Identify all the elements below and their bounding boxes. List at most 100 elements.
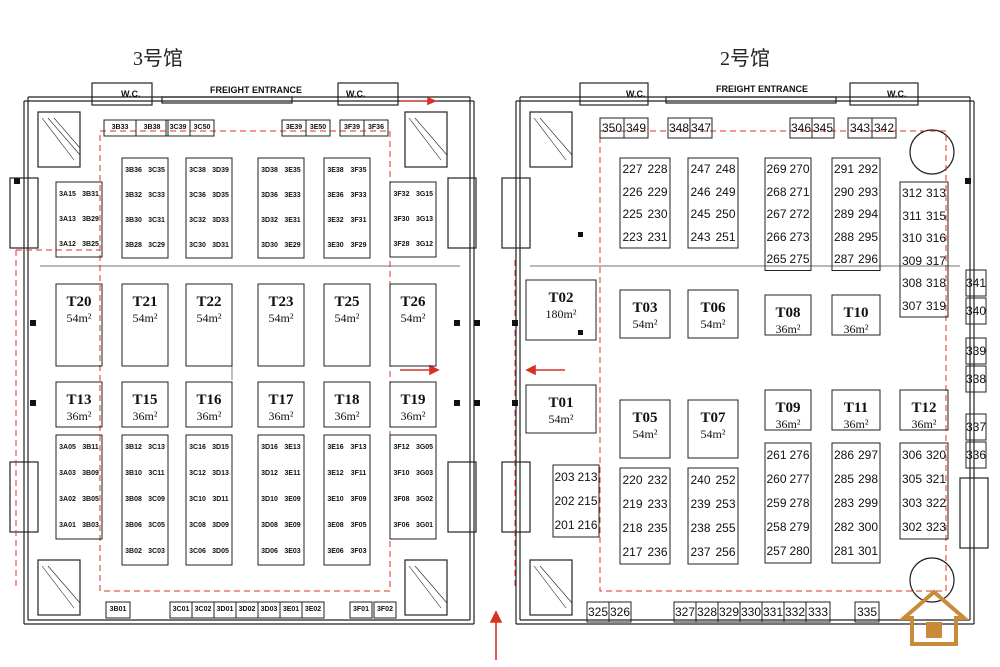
booth-cell: 3F09 [350, 496, 367, 503]
booth-cell: 294 [857, 207, 879, 221]
booth-block [831, 294, 881, 336]
booth-cell: 3F13 [350, 444, 367, 451]
booth-cell: 282 [833, 520, 855, 534]
booth-cell: 3C09 [148, 496, 165, 503]
booth-cell: 268 [766, 184, 787, 199]
booth-cell: 279 [789, 520, 810, 534]
booth-cell: 3E29 [284, 242, 301, 249]
booth-cell: 312 [901, 186, 923, 200]
booth-cell: 3C10 [189, 496, 206, 503]
booth-cell: 203 [554, 470, 575, 484]
booth-cell: 3A13 [59, 216, 76, 223]
booth-cell: 318 [925, 276, 947, 290]
booth-cell: 327 [674, 605, 696, 619]
booth-cell: 3C16 [189, 444, 206, 451]
booth-cell: 283 [833, 496, 855, 510]
booth-cell: 295 [857, 229, 879, 244]
wc-label: W.C. [626, 89, 646, 99]
booth-cell: 219 [622, 497, 643, 511]
booth-cell: 3D30 [261, 242, 278, 249]
booth-block [899, 389, 949, 431]
booth-cell: 227 [622, 162, 643, 176]
booth-block [363, 119, 389, 137]
freight-entrance-hall2: FREIGHT ENTRANCE [716, 84, 808, 94]
booth-cell: 3E11 [284, 470, 301, 477]
booth-cell: 275 [789, 252, 810, 266]
booth-cell: 273 [789, 229, 810, 244]
booth-cell: 3C02 [194, 606, 212, 613]
booth-cell: 331 [762, 605, 784, 619]
booth-cell: 299 [857, 496, 879, 510]
booth-block [608, 601, 632, 623]
booth-cell: 317 [925, 253, 947, 268]
booth-cell: 232 [647, 473, 668, 487]
booth-cell: 3D39 [212, 167, 229, 174]
booth-cell: 3D10 [261, 496, 278, 503]
booth-cell: 345 [812, 121, 834, 135]
booth-block [811, 117, 835, 139]
booth-cell: 3A05 [59, 444, 76, 451]
booth-block [764, 294, 812, 336]
booth-block [121, 283, 169, 367]
booth-block [619, 399, 671, 459]
booth-block [257, 157, 305, 259]
booth-cell: 245 [690, 207, 711, 221]
booth-cell: 3C39 [169, 124, 187, 131]
booth-cell: 341 [966, 276, 987, 290]
booth-cell: 350 [601, 121, 623, 135]
booth-cell: 3B08 [125, 496, 142, 503]
booth-block [373, 601, 397, 619]
booth-cell: 257 [766, 544, 787, 558]
booth-cell: 266 [766, 229, 787, 244]
booth-cell: 3G12 [415, 241, 434, 248]
booth-cell: 239 [690, 497, 711, 511]
booth-cell: 310 [901, 231, 923, 245]
wc-label: W.C. [121, 89, 141, 99]
booth-cell: 305 [901, 472, 923, 486]
booth-cell: 301 [857, 544, 879, 558]
booth-cell: 315 [925, 208, 947, 223]
hall3-title: 3号馆 [133, 48, 183, 70]
booth-cell: 3G02 [415, 496, 434, 503]
booth-cell: 3E35 [284, 167, 301, 174]
booth-cell: 252 [715, 473, 736, 487]
booth-cell: 217 [622, 545, 643, 559]
booth-block [965, 297, 987, 325]
booth-cell: 3E31 [284, 217, 301, 224]
booth-cell: 236 [647, 545, 668, 559]
booth-cell: 3F33 [350, 192, 367, 199]
booth-cell: 3E38 [327, 167, 344, 174]
booth-cell: 296 [857, 252, 879, 266]
booth-cell: 347 [690, 121, 712, 135]
booth-block [55, 283, 103, 367]
booth-cell: 3G03 [415, 470, 434, 477]
booth-cell: 3F02 [377, 606, 393, 613]
booth-cell: 287 [833, 252, 855, 266]
booth-cell: 3D15 [212, 444, 229, 451]
booth-cell: 251 [715, 229, 736, 244]
booth-cell: 278 [789, 496, 810, 510]
booth-block [899, 442, 949, 540]
booth-cell: 223 [622, 229, 643, 244]
booth-block [965, 365, 987, 393]
booth-cell: 3B29 [82, 216, 99, 223]
booth-cell: 3D03 [260, 606, 278, 613]
booth-cell: 337 [966, 420, 987, 434]
booth-cell: 220 [622, 473, 643, 487]
booth-cell: 215 [577, 494, 598, 508]
booth-cell: 3E39 [285, 124, 303, 131]
booth-cell: 253 [715, 497, 736, 511]
booth-cell: 3A12 [59, 241, 76, 248]
booth-block [965, 441, 987, 469]
booth-block [831, 389, 881, 431]
booth-cell: 3C38 [189, 167, 206, 174]
booth-block [389, 381, 437, 428]
booth-cell: 3G01 [415, 522, 434, 529]
booth-cell: 218 [622, 521, 643, 535]
